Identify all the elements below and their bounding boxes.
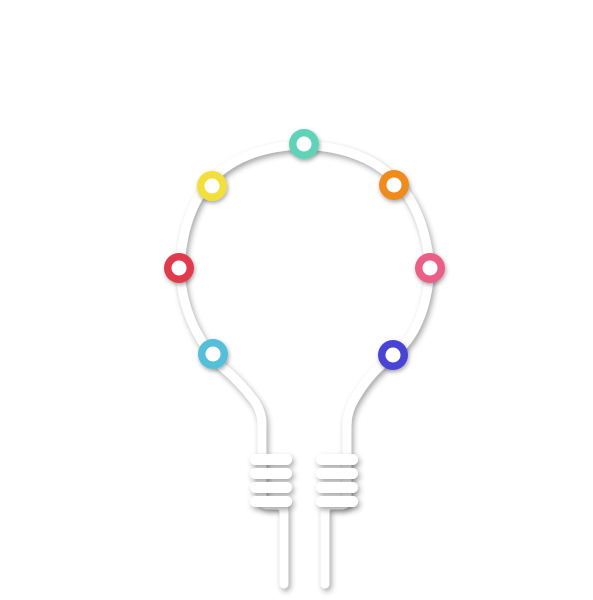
coil-right-4 (316, 496, 358, 507)
node-pink-center (422, 260, 438, 276)
node-red (164, 253, 194, 283)
coil-left-1 (250, 454, 292, 465)
node-cyan-center (205, 346, 221, 362)
node-orange-center (386, 177, 402, 193)
coil-right-3 (316, 482, 358, 493)
coil-right-2 (316, 468, 358, 479)
node-yellow (197, 171, 227, 201)
node-cyan (198, 339, 228, 369)
node-teal (289, 129, 319, 159)
node-blue-center (385, 347, 401, 363)
coil-left-4 (250, 496, 292, 507)
node-blue (378, 340, 408, 370)
coil-right-1 (316, 454, 358, 465)
base-coils-right (316, 454, 358, 507)
bulb-nodes (164, 129, 445, 370)
node-yellow-center (204, 178, 220, 194)
base-coils-left (250, 454, 292, 507)
node-pink (415, 253, 445, 283)
coil-left-2 (250, 468, 292, 479)
node-teal-center (296, 136, 312, 152)
node-orange (379, 170, 409, 200)
coil-left-3 (250, 482, 292, 493)
node-red-center (171, 260, 187, 276)
